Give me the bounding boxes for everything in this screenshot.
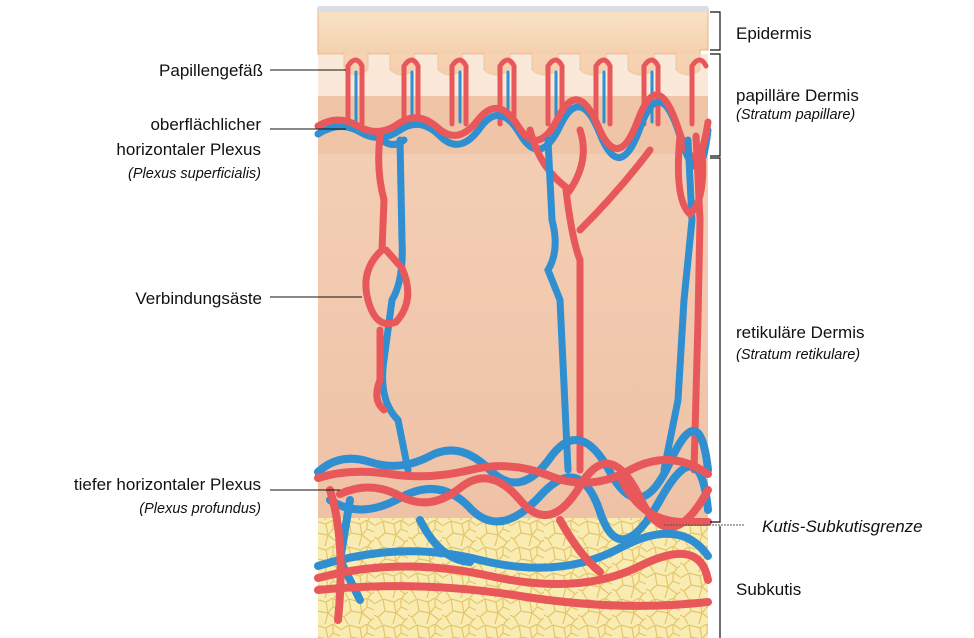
label-papillary-dermis: papilläre Dermis	[736, 85, 859, 106]
skin-surface	[318, 6, 708, 12]
label-superficial-plexus-line1: oberflächlicher	[150, 114, 261, 135]
label-verbindungsaeste: Verbindungsäste	[135, 288, 262, 309]
label-epidermis: Epidermis	[736, 23, 812, 44]
label-deep-plexus-latin: (Plexus profundus)	[139, 500, 261, 519]
label-papillengefaess: Papillengefäß	[159, 60, 263, 81]
bracket-epidermis	[710, 12, 720, 50]
label-subkutis: Subkutis	[736, 579, 801, 600]
label-superficial-plexus-line2: horizontaler Plexus	[116, 139, 261, 160]
label-reticular-dermis-latin: (Stratum retikulare)	[736, 346, 860, 365]
label-papillary-dermis-latin: (Stratum papillare)	[736, 106, 855, 125]
label-deep-plexus: tiefer horizontaler Plexus	[74, 474, 261, 495]
right-brackets	[710, 12, 720, 638]
label-reticular-dermis: retikuläre Dermis	[736, 322, 864, 343]
bracket-papillary-dermis	[710, 54, 720, 156]
label-superficial-plexus-latin: (Plexus superficialis)	[128, 165, 261, 184]
label-kutis-subkutisgrenze: Kutis-Subkutisgrenze	[762, 516, 923, 537]
